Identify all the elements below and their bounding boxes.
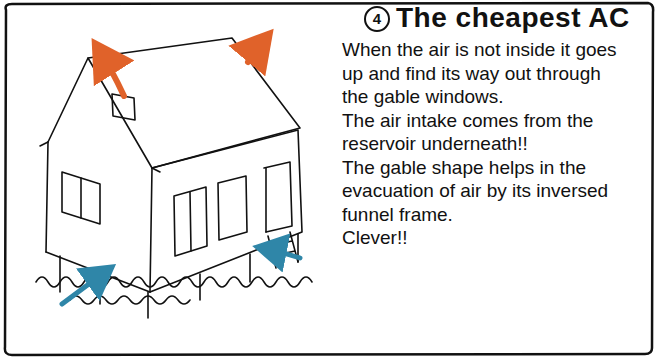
- note-paragraph: When the air is not inside it goes up an…: [342, 38, 627, 109]
- intake-arrow: [62, 270, 108, 304]
- sketch-frame: [5, 3, 653, 355]
- title: The cheapest AC: [396, 2, 630, 34]
- note-paragraph: The air intake comes from the reservoir …: [342, 109, 627, 156]
- outflow-arrow: [98, 48, 124, 96]
- house-sketch: [36, 38, 312, 318]
- intake-arrow: [262, 248, 300, 258]
- callout-number: 4: [364, 6, 390, 32]
- note-text: When the air is not inside it goes up an…: [342, 38, 627, 250]
- note-paragraph: The gable shape helps in the evacuation …: [342, 156, 627, 227]
- heading: 4The cheapest AC: [360, 2, 650, 38]
- note-paragraph: Clever!!: [342, 226, 627, 250]
- outflow-arrow: [248, 38, 266, 62]
